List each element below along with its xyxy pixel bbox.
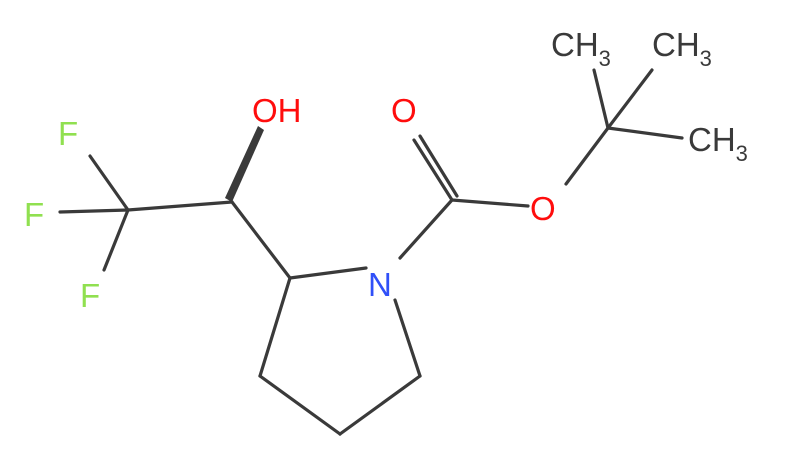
bond-carbonyl-double-b <box>418 134 459 198</box>
bond-tbu-ch3-lower <box>606 126 684 140</box>
bonds <box>58 68 684 436</box>
atom-f-bot: F <box>80 277 100 314</box>
bond-tbu-ch3-right <box>606 68 654 130</box>
wedge-bond-oh <box>225 126 264 202</box>
atom-o-carbonyl: O <box>391 92 417 129</box>
atom-f-top: F <box>58 115 78 152</box>
atom-labels: OH O O N F F F CH3 CH3 CH3 <box>24 26 748 314</box>
bond-carbonyl-double-a <box>412 138 454 202</box>
atom-ch3-top: CH3 <box>551 26 611 71</box>
bond-c5-c4 <box>338 374 422 436</box>
bond-c4-c3 <box>258 374 342 436</box>
bond-c-f-mid <box>58 208 130 214</box>
bond-o-tbu-c <box>564 126 610 186</box>
bond-c2-n <box>288 266 368 280</box>
bond-carbonyl-c-o <box>450 198 530 208</box>
atom-ch3-lower: CH3 <box>688 121 748 166</box>
bond-c-f-bot <box>102 208 130 272</box>
atom-n: N <box>368 266 392 303</box>
bond-chiral-cf3 <box>126 200 234 212</box>
bond-n-c5 <box>393 298 422 378</box>
atom-ch3-right: CH3 <box>652 26 712 71</box>
bond-c-f-top <box>88 154 130 212</box>
atom-oh: OH <box>252 92 302 129</box>
bond-tbu-ch3-top <box>592 68 610 130</box>
bond-c2-chiral <box>230 200 292 280</box>
atom-f-mid: F <box>24 196 44 233</box>
bond-c3-c2 <box>258 276 292 378</box>
bond-n-carbonyl-c <box>398 198 454 260</box>
atom-o-ester: O <box>530 190 556 227</box>
